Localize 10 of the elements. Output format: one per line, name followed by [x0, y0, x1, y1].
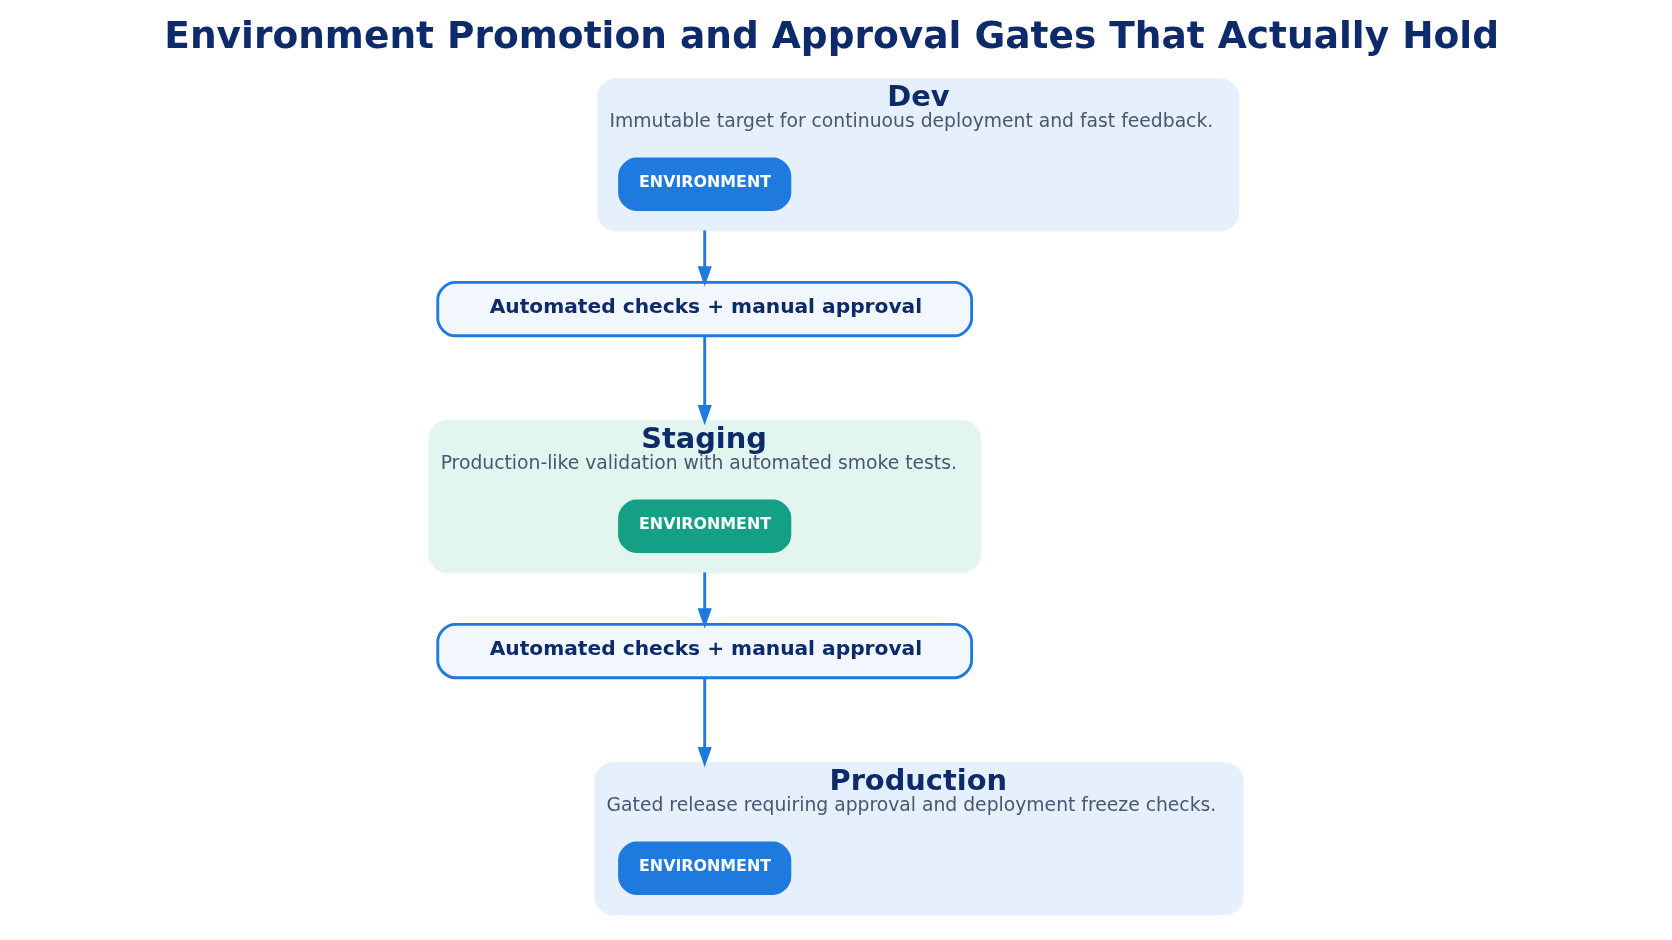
arrow: [697, 230, 712, 287]
node-box: Automated checks + manual approval: [436, 622, 974, 680]
arrow: [697, 677, 712, 768]
node-box: ENVIRONMENT: [618, 157, 792, 211]
node-box: Automated checks + manual approval: [436, 280, 974, 338]
arrow: [697, 336, 712, 426]
arrow: [697, 572, 712, 629]
diagram-title: Environment Promotion and Approval Gates That Actually Hold: [164, 13, 1500, 58]
node-box: ENVIRONMENT: [618, 499, 792, 553]
node-box: ENVIRONMENT: [618, 841, 792, 895]
